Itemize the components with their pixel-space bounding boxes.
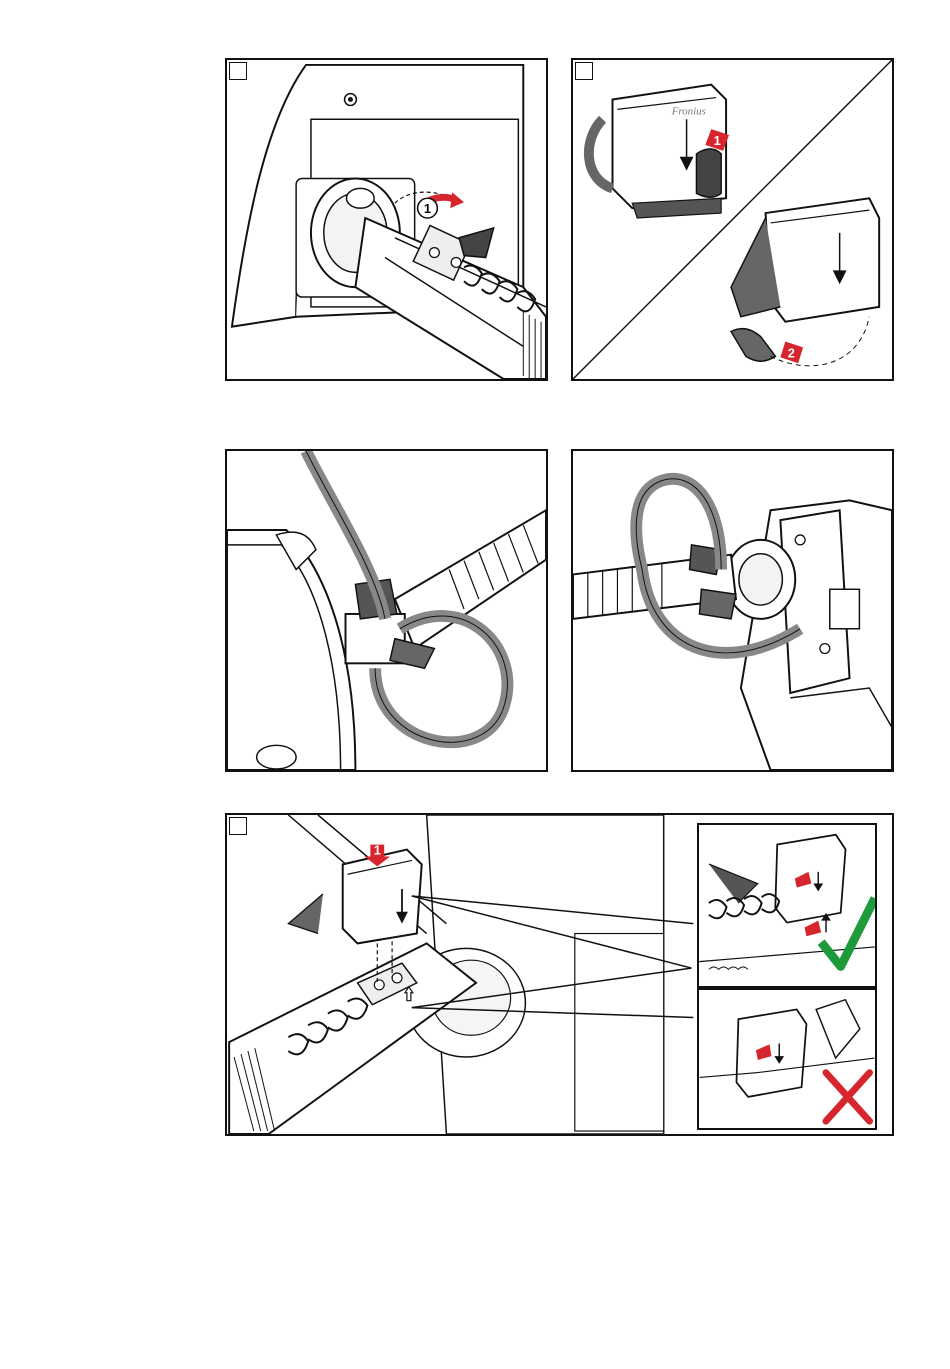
illustration-hose-left bbox=[227, 451, 546, 770]
brand-logo: Fronius bbox=[671, 105, 706, 117]
callout-1-label: 1 bbox=[714, 133, 721, 148]
illustration-torch-release: 1 bbox=[227, 60, 546, 379]
step-checkbox bbox=[229, 62, 247, 80]
figure-panel-2: Fronius 1 2 bbox=[571, 58, 894, 381]
figure-panel-1: 1 bbox=[225, 58, 548, 381]
step-checkbox bbox=[575, 62, 593, 80]
figure-panel-5: 1 bbox=[225, 813, 894, 1136]
callout-1-label: 1 bbox=[374, 843, 381, 858]
inset-correct bbox=[697, 823, 877, 988]
figure-panel-3 bbox=[225, 449, 548, 772]
callout-2-label: 2 bbox=[788, 345, 795, 360]
cross-mark-icon bbox=[826, 1073, 870, 1122]
figure-panel-4 bbox=[571, 449, 894, 772]
inset-incorrect bbox=[697, 988, 877, 1130]
illustration-clip-open: Fronius 1 2 bbox=[573, 60, 892, 379]
callout-1-label: 1 bbox=[424, 201, 431, 216]
step-checkbox bbox=[229, 817, 247, 835]
illustration-hose-right bbox=[573, 451, 892, 770]
